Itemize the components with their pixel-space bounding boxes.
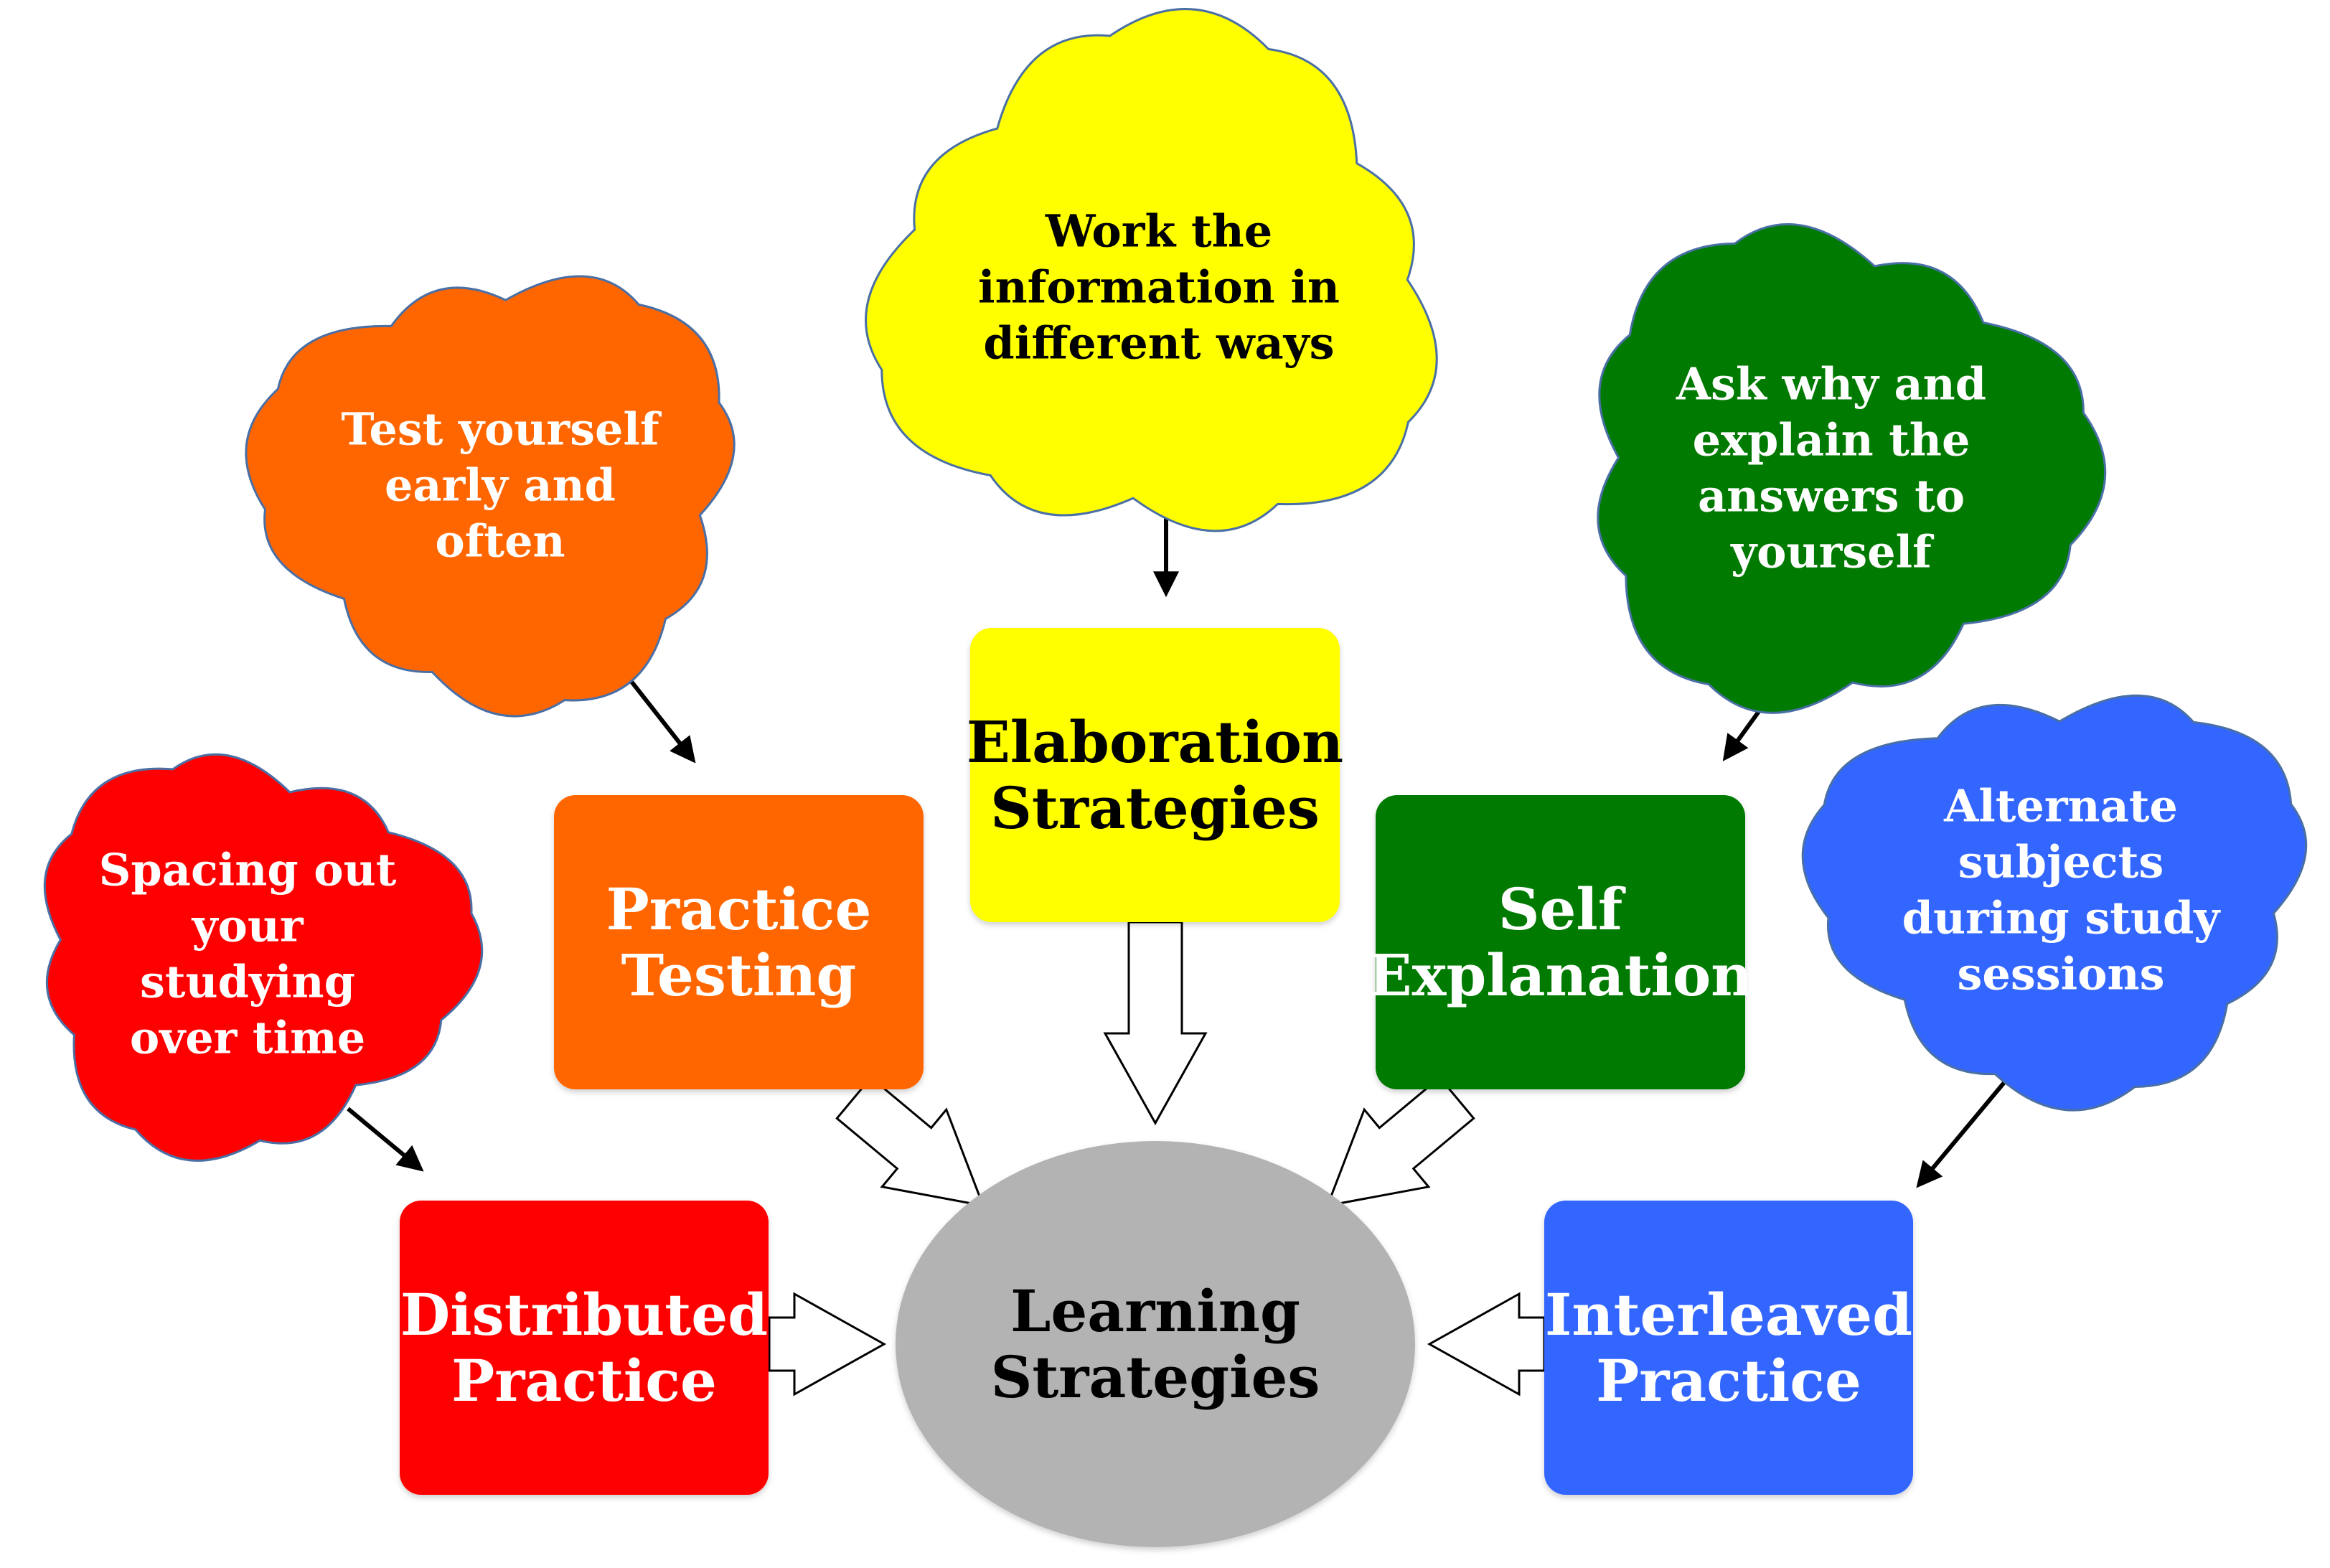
cloud-text-practice-testing-line: early and [385, 459, 616, 512]
cloud-text-self-explanation-line: Ask why and [1676, 358, 1986, 410]
block-arrow-interleaved-practice [1427, 1292, 1546, 1396]
cloud-text-elaboration-strategies-line: Work the [1045, 205, 1272, 258]
center-ellipse-learning-strategies [896, 1141, 1415, 1547]
pointer-arrow-distributed-practice [347, 1107, 424, 1172]
block-arrow-self-explanation [1325, 1076, 1475, 1207]
cloud-text-elaboration-strategies-line: different ways [983, 317, 1334, 370]
box-label-interleaved-practice-line: Interleaved [1545, 1281, 1912, 1348]
box-label-elaboration-strategies-line: Strategies [990, 774, 1320, 842]
cloud-text-distributed-practice-line: studying [140, 956, 355, 1008]
cloud-text-distributed-practice-line: over time [130, 1012, 365, 1064]
box-label-self-explanation-line: Self [1498, 875, 1626, 943]
cloud-text-interleaved-practice-line: subjects [1958, 836, 2164, 888]
cloud-distributed-practice [43, 753, 484, 1162]
center-label-line: Learning [1010, 1277, 1300, 1345]
box-label-interleaved-practice-line: Practice [1596, 1347, 1861, 1414]
box-label-distributed-practice-line: Practice [451, 1347, 717, 1414]
cloud-text-distributed-practice-line: your [191, 900, 304, 952]
cloud-text-interleaved-practice-line: sessions [1957, 948, 2164, 1000]
box-distributed-practice [400, 1201, 769, 1495]
pointer-arrow-interleaved-practice [1916, 1075, 2011, 1188]
cloud-self-explanation [1597, 223, 2107, 714]
block-arrow-elaboration-strategies [1103, 921, 1208, 1126]
box-elaboration-strategies [970, 628, 1340, 922]
cloud-interleaved-practice [1801, 694, 2308, 1112]
cloud-text-practice-testing-line: often [435, 515, 565, 568]
cloud-text-interleaved-practice-line: Alternate [1943, 780, 2178, 832]
box-label-distributed-practice-line: Distributed [400, 1281, 768, 1348]
block-arrow-practice-testing [835, 1076, 985, 1207]
box-label-practice-testing-line: Practice [606, 875, 872, 943]
cloud-text-elaboration-strategies-line: information in [978, 261, 1340, 314]
center-label-line: Strategies [991, 1343, 1320, 1411]
cloud-text-distributed-practice-line: Spacing out [99, 844, 397, 896]
box-label-practice-testing-line: Testing [621, 942, 857, 1009]
cloud-text-self-explanation-line: explain the [1693, 414, 1970, 466]
cloud-elaboration-strategies [865, 8, 1438, 532]
cloud-text-self-explanation-line: yourself [1730, 526, 1934, 578]
cloud-text-self-explanation-line: answers to [1698, 470, 1965, 522]
cloud-text-interleaved-practice-line: during study [1902, 892, 2222, 944]
cloud-practice-testing [245, 275, 736, 718]
box-practice-testing [554, 795, 924, 1089]
box-label-elaboration-strategies-line: Elaboration [967, 708, 1343, 776]
cloud-text-practice-testing-line: Test yourself [341, 403, 662, 456]
box-interleaved-practice [1544, 1201, 1913, 1495]
box-label-self-explanation-line: Explanation [1368, 942, 1753, 1009]
block-arrow-distributed-practice [768, 1292, 887, 1396]
box-self-explanation [1376, 795, 1745, 1089]
